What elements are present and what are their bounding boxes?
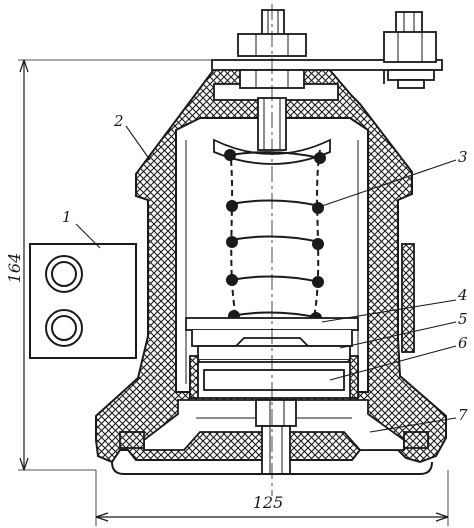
side-bracket-bolt bbox=[383, 11, 437, 89]
callout-3: 3 bbox=[458, 148, 468, 166]
callout-1: 1 bbox=[62, 208, 72, 226]
width-dimension-label: 125 bbox=[253, 493, 284, 512]
callout-7: 7 bbox=[458, 406, 468, 424]
width-dimension bbox=[95, 470, 449, 526]
callout-4: 4 bbox=[457, 286, 468, 304]
friction-pad bbox=[189, 355, 359, 399]
callout-2: 2 bbox=[113, 112, 124, 130]
height-dimension bbox=[18, 59, 248, 471]
callout-5: 5 bbox=[458, 310, 468, 328]
callout-leaders bbox=[75, 125, 457, 433]
height-dimension-label: 164 bbox=[5, 253, 24, 284]
right-side-plate bbox=[401, 243, 415, 353]
rubber-housing bbox=[95, 67, 447, 464]
side-plate bbox=[29, 243, 137, 359]
coil-spring bbox=[229, 149, 321, 319]
callout-6: 6 bbox=[458, 334, 468, 352]
bottom-bolt bbox=[255, 399, 297, 475]
